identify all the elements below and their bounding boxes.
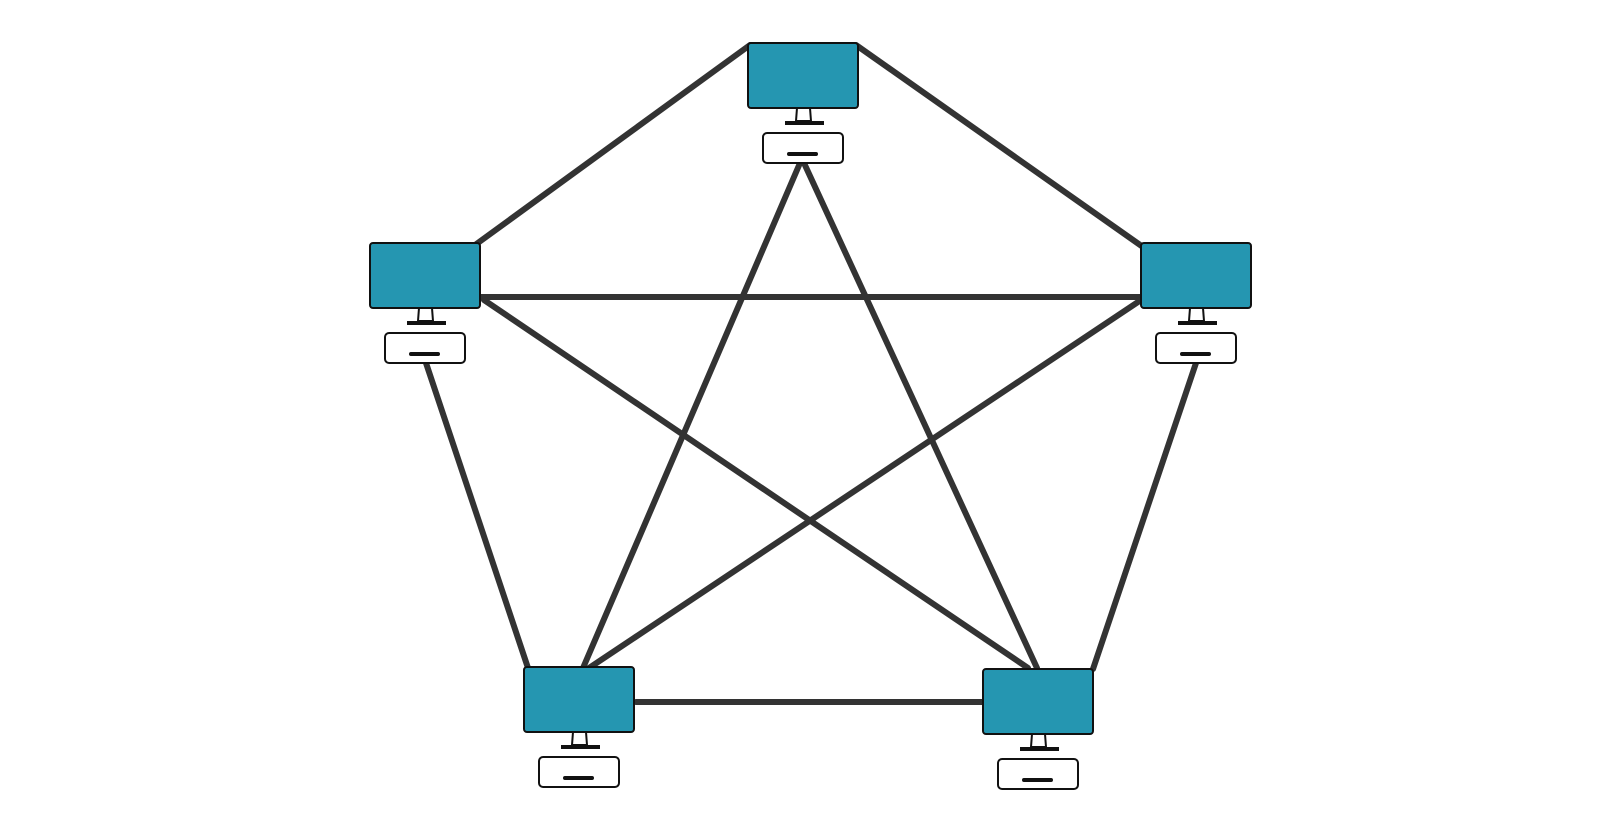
monitor-screen-icon [523, 666, 635, 733]
link-left-to-bottom-right [481, 297, 1031, 671]
computer-node-top [747, 42, 859, 164]
desktop-unit-icon [997, 758, 1079, 790]
desktop-unit-icon [762, 132, 844, 164]
monitor-screen-icon [747, 42, 859, 109]
monitor-stand-icon [570, 731, 589, 746]
monitor-stand-icon [1029, 733, 1048, 748]
link-right-to-bottom-right [1090, 357, 1200, 672]
monitor-screen-icon [1140, 242, 1252, 309]
computer-node-bottom-left [523, 666, 635, 788]
monitor-stand-icon [794, 107, 813, 122]
monitor-stand-icon [1187, 307, 1206, 322]
links-layer [422, 42, 1200, 705]
link-left-to-bottom-left [422, 357, 531, 671]
monitor-stand-icon [416, 307, 435, 322]
link-right-to-bottom-left [586, 297, 1144, 671]
nodes-layer [369, 42, 1252, 790]
link-top-to-bottom-left [580, 160, 803, 671]
link-top-to-bottom-right [801, 160, 1040, 671]
monitor-screen-icon [369, 242, 481, 309]
computer-node-bottom-right [982, 668, 1094, 790]
desktop-unit-icon [538, 756, 620, 788]
computer-node-right [1140, 242, 1252, 364]
link-top-to-right [853, 42, 1146, 250]
desktop-unit-icon [384, 332, 466, 364]
monitor-screen-icon [982, 668, 1094, 735]
link-top-to-left [472, 42, 753, 248]
desktop-unit-icon [1155, 332, 1237, 364]
computer-node-left [369, 242, 481, 364]
